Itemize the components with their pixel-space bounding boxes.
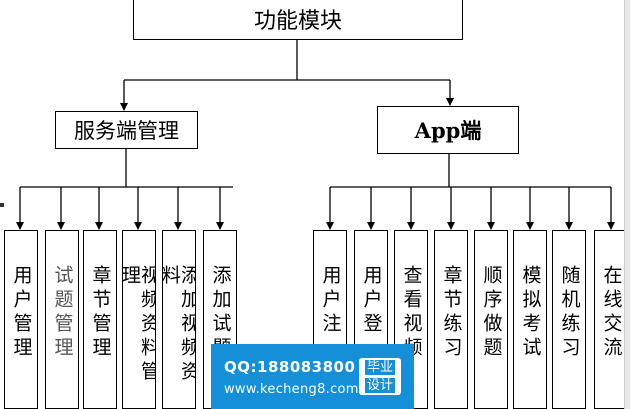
- leaf-random-practice: 随机练习: [552, 230, 586, 409]
- leaf-label: 随机练习: [558, 265, 581, 361]
- leaf-chapter-practice: 章节练习: [434, 230, 468, 409]
- leaf-label: 在线交流: [600, 265, 623, 361]
- server-management-label: 服务端管理: [74, 119, 179, 143]
- leaf-video-material-management: 视频资料管理: [122, 230, 156, 409]
- leaf-label: 章节管理: [89, 265, 112, 361]
- watermark-badge-line1: 毕业: [365, 360, 395, 375]
- leaf-user-management: 用户管理: [4, 230, 38, 409]
- root-node: 功能模块: [133, 0, 463, 40]
- leaf-label: 查看视频: [400, 265, 423, 361]
- watermark-url-text: www.kecheng8.com: [224, 382, 359, 397]
- leaf-label: 用户注: [319, 265, 342, 337]
- leaf-label: 章节练习: [440, 265, 463, 361]
- leaf-label: 顺序做题: [480, 265, 503, 361]
- window-edge: [624, 0, 630, 409]
- leaf-question-management: 试题管理: [45, 230, 79, 409]
- leaf-view-video: 查看视频: [394, 230, 428, 409]
- server-management-node: 服务端管理: [55, 111, 198, 149]
- watermark-badge-line2: 设计: [365, 378, 395, 393]
- watermark-banner: QQ:188083800 www.kecheng8.com 毕业 设计: [211, 344, 414, 409]
- app-node: App端: [377, 106, 519, 154]
- leaf-label: 添加视频资料: [162, 265, 196, 385]
- leaf-label: 模拟考试: [519, 265, 542, 361]
- leaf-online-chat: 在线交流: [594, 230, 628, 409]
- leaf-sequential-questions: 顺序做题: [474, 230, 508, 409]
- leaf-add-video-material: 添加视频资料: [162, 230, 196, 409]
- leaf-label: 添加试题: [209, 265, 232, 361]
- leaf-chapter-management: 章节管理: [83, 230, 117, 409]
- leaf-label: 试题管理: [51, 265, 74, 361]
- leaf-label: 视频资料管理: [122, 265, 156, 385]
- leaf-mock-exam: 模拟考试: [513, 230, 547, 409]
- root-node-label: 功能模块: [253, 9, 342, 34]
- app-node-label: App端: [414, 118, 482, 143]
- watermark-badge: 毕业 设计: [359, 358, 401, 395]
- leaf-label: 用户管理: [10, 265, 33, 361]
- watermark-qq-text: QQ:188083800: [224, 358, 356, 376]
- leaf-label: 用户登: [360, 265, 383, 337]
